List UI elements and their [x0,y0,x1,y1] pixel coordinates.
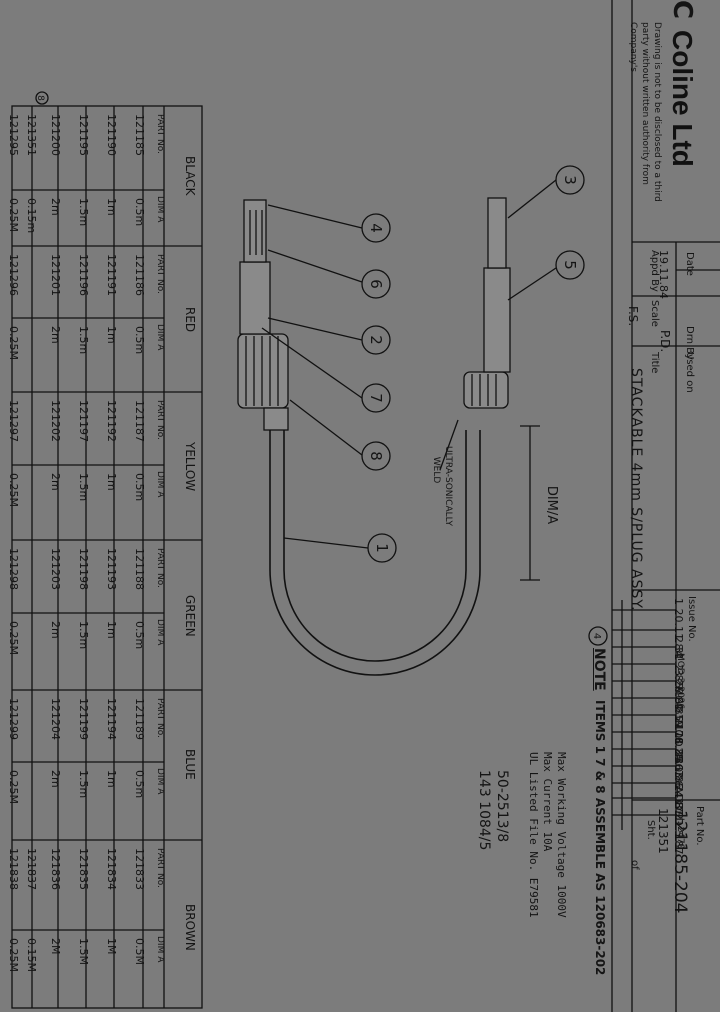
subheader-part-no: PART No. [155,400,165,440]
table-cell-part: 121296 [7,254,20,296]
colour-header-blue: BLUE [183,749,197,780]
table-cell-dim: 0.25M [7,198,20,232]
table-cell-dim: 1.5m [77,198,90,226]
subheader-part-no: PART No. [155,254,165,294]
subheader-dim-a: DIM A [155,768,165,795]
table-cell-dim: 1m [105,198,118,216]
table-cell-part: 121199 [77,698,90,740]
balloon-1: 1 [373,543,391,553]
table-cell-part: 121197 [77,400,90,442]
balloon-4: 4 [367,223,385,233]
table-cell-dim: 1M [105,938,118,955]
table-cell-part: 121838 [7,848,20,890]
subheader-part-no: PART No. [155,698,165,738]
subheader-dim-a: DIM A [155,324,165,351]
table-cell-part: 121203 [49,548,62,590]
table-cell-part: 121191 [105,254,118,296]
table-cell-dim: 2m [49,770,62,788]
table-cell-part: 121196 [77,254,90,296]
table-cell-dim: 0.25M [7,326,20,360]
weld-note-2: WELD [431,457,441,484]
table-cell-part: 121299 [7,698,20,740]
table-cell-dim: 2m [49,198,62,216]
table-cell-part: 121835 [77,848,90,890]
table-cell-part: 121195 [77,114,90,156]
table-cell-dim: 1m [105,621,118,639]
table-cell-dim: 1.5M [77,938,90,965]
balloon-6: 6 [367,279,385,289]
balloon-5: 5 [561,260,579,270]
subheader-dim-a: DIM A [155,196,165,223]
table-cell-part: 121194 [105,698,118,740]
table-cell-part: 121192 [105,400,118,442]
table-cell-dim: 0.5m [133,473,146,501]
subheader-part-no: PART No. [155,548,165,588]
table-cell-dim: 2m [49,326,62,344]
table-cell-dim: 0.5M [133,938,146,965]
table-cell-dim: 0.25M [7,621,20,655]
table-cell-dim: 0.15M [25,938,38,972]
table-cell-dim: 1m [105,770,118,788]
table-cell-dim: 0.5m [133,770,146,798]
table-marker: 8 [35,95,45,101]
table-cell-dim: 0.5m [133,326,146,354]
table-cell-part: 121202 [49,400,62,442]
table-cell-dim: 0.25M [7,473,20,507]
table-cell-dim: 0.15m [25,198,38,233]
table-cell-part: 121188 [133,548,146,590]
table-cell-part: 121201 [49,254,62,296]
subheader-dim-a: DIM A [155,619,165,646]
dim-label: DIM/A [544,486,559,524]
table-cell-dim: 1m [105,473,118,491]
table-cell-part: 121833 [133,848,146,890]
colour-header-green: GREEN [183,595,197,637]
table-cell-dim: 1m [105,326,118,344]
table-cell-dim: 0.5m [133,198,146,226]
table-cell-dim: 1.5m [77,770,90,798]
table-cell-dim: 0.5m [133,621,146,649]
colour-header-red: RED [183,307,197,332]
table-cell-part: 121198 [77,548,90,590]
table-cell-part: 121351 [25,114,38,156]
subheader-dim-a: DIM A [155,936,165,963]
table-cell-dim: 2M [49,938,62,955]
table-cell-part: 121836 [49,848,62,890]
colour-header-brown: BROWN [183,904,197,951]
table-cell-part: 121204 [49,698,62,740]
subheader-part-no: PART No. [155,848,165,888]
table-cell-part: 121193 [105,548,118,590]
table-cell-dim: 2m [49,621,62,639]
table-cell-dim: 0.25M [7,938,20,972]
note-marker: 4 [591,633,602,639]
balloon-3: 3 [561,175,579,185]
table-cell-part: 121837 [25,848,38,890]
table-cell-part: 121834 [105,848,118,890]
weld-note-1: ULTRA-SONICALLY [443,446,453,526]
balloon-7: 7 [367,393,385,403]
table-cell-part: 121298 [7,548,20,590]
table-cell-dim: 1.5m [77,473,90,501]
table-cell-part: 121189 [133,698,146,740]
subheader-part-no: PART No. [155,114,165,154]
table-cell-part: 121187 [133,400,146,442]
table-cell-dim: 2m [49,473,62,491]
subheader-dim-a: DIM A [155,471,165,498]
balloon-2: 2 [367,335,385,345]
balloon-8: 8 [367,451,385,461]
table-cell-part: 121185 [133,114,146,156]
table-cell-part: 121200 [49,114,62,156]
table-cell-dim: 1.5m [77,621,90,649]
table-cell-part: 121297 [7,400,20,442]
colour-header-yellow: YELLOW [183,441,197,491]
table-cell-dim: 1.5m [77,326,90,354]
table-cell-dim: 0.25M [7,770,20,804]
table-cell-part: 121190 [105,114,118,156]
table-cell-part: 121295 [7,114,20,156]
colour-header-black: BLACK [183,156,197,197]
table-cell-part: 121186 [133,254,146,296]
